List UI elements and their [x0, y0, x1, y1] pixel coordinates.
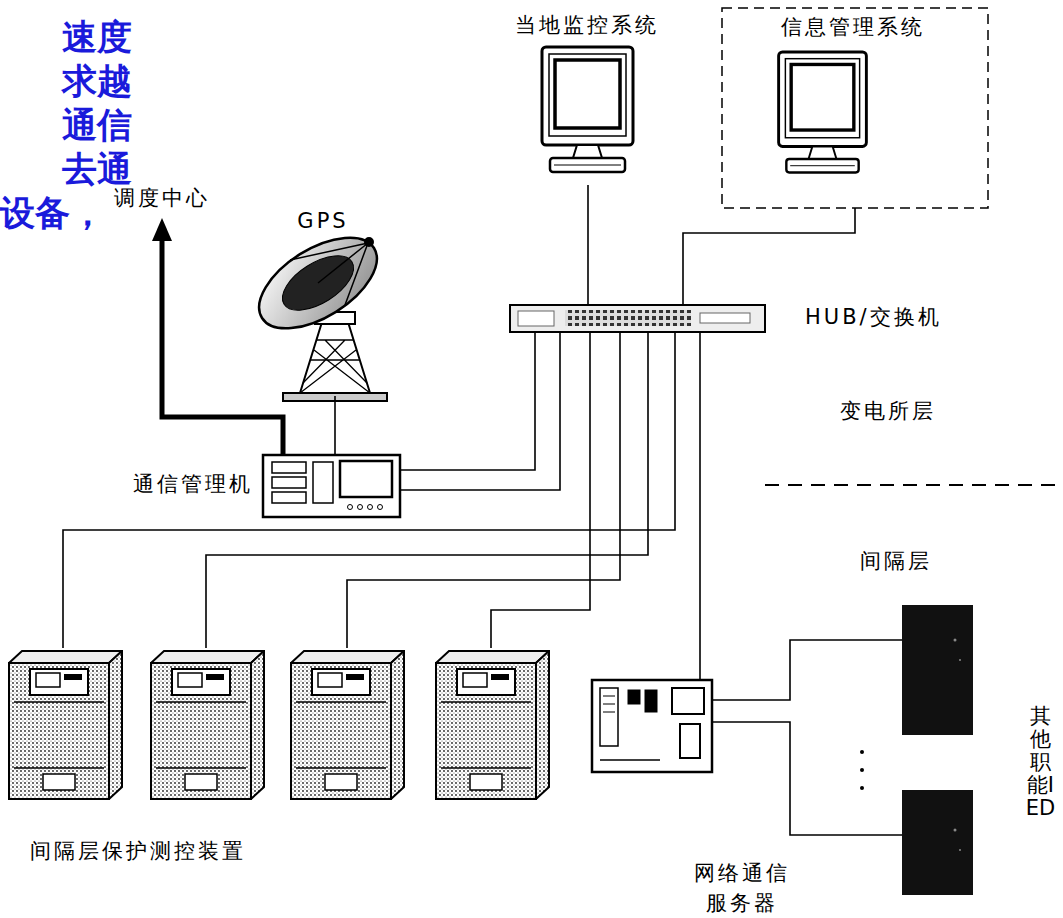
- connector: [712, 722, 902, 835]
- device-node: 通信管理机: [263, 455, 400, 517]
- system-box: 信息管理系统: [722, 8, 988, 208]
- connector-line: [683, 208, 855, 305]
- connector-line: [206, 332, 648, 648]
- connector: [683, 208, 855, 305]
- node-label: 其他职能IED: [1022, 705, 1059, 820]
- connector-line: [712, 722, 902, 835]
- connector: [400, 332, 535, 470]
- connector: [588, 185, 589, 305]
- connector-line: [334, 396, 336, 455]
- connector: [152, 218, 283, 455]
- switch-node: HUB/交换机: [510, 305, 765, 332]
- node-label: GPS: [297, 208, 348, 234]
- node-label: 当地监控系统: [515, 12, 659, 38]
- node-label: 通信管理机: [133, 471, 253, 497]
- connector: [347, 332, 620, 648]
- node-label: 信息管理系统: [781, 14, 925, 40]
- device-group: 间隔层保护测控装置: [5, 648, 555, 873]
- node-label: 间隔层保护测控装置: [30, 838, 246, 864]
- connector-line: [400, 332, 535, 470]
- connector-line: [699, 332, 701, 680]
- slide-text: 速度: [62, 16, 132, 58]
- gps-node: GPS: [255, 245, 400, 400]
- layer-label: 变电所层: [840, 398, 936, 424]
- connector: [491, 332, 590, 648]
- arrow-head: [152, 218, 172, 241]
- connector-line: [712, 640, 902, 700]
- connector-line: [400, 332, 560, 490]
- connector: [700, 332, 701, 680]
- connector-line: [63, 332, 675, 648]
- node-label: HUB/交换机: [805, 304, 942, 330]
- monitor-node: 当地监控系统: [540, 45, 635, 185]
- server-node: 网络通信 服务器: [592, 680, 712, 772]
- connector-line: [347, 332, 620, 648]
- connector: [206, 332, 648, 648]
- connector-line: [491, 332, 590, 648]
- connector: [63, 332, 675, 648]
- slide-text: 去通: [62, 148, 132, 190]
- layer-label: 间隔层: [860, 548, 932, 574]
- connector: [335, 396, 336, 455]
- slide-text: 求越: [62, 60, 132, 102]
- node-label: 网络通信 服务器: [687, 858, 797, 918]
- connector: [400, 332, 560, 490]
- ied-group: 其他职能IED: [898, 600, 1063, 900]
- connector: [712, 640, 902, 700]
- slide-text: 设备，: [0, 192, 105, 234]
- connector-line: [162, 240, 283, 455]
- slide-text: 通信: [62, 104, 132, 146]
- connector-line: [587, 185, 589, 305]
